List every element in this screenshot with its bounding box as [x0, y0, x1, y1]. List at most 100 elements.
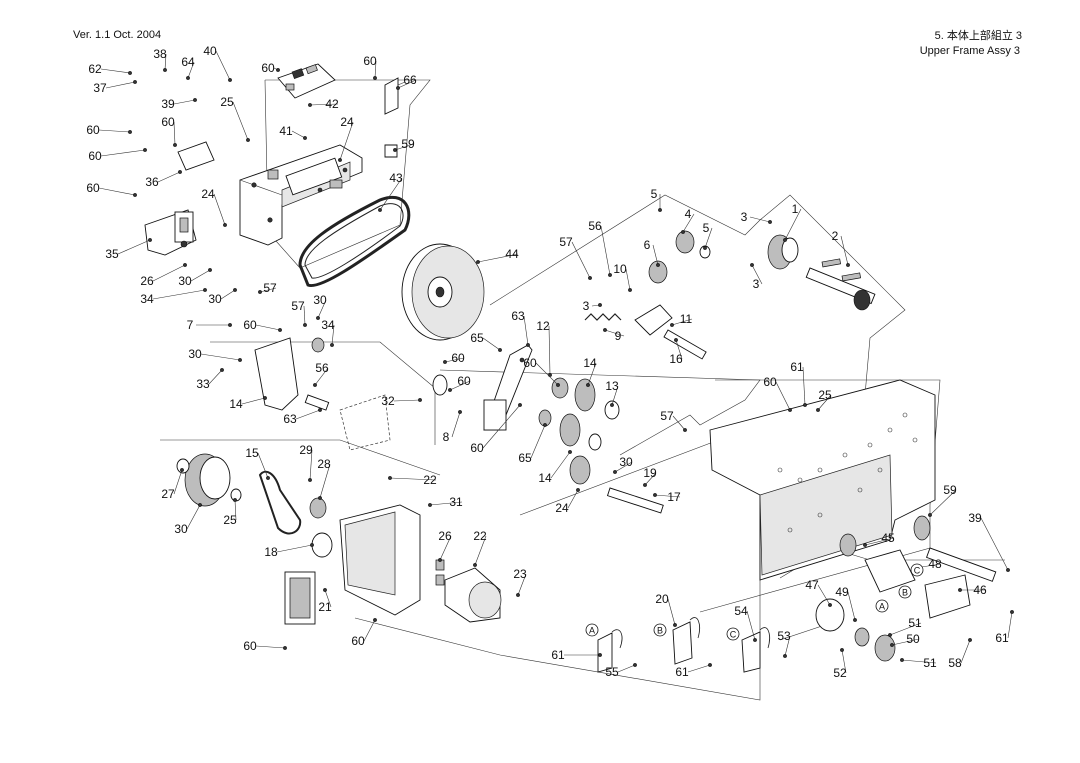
leader-line [600, 225, 611, 276]
callout-number: 57 [291, 299, 305, 313]
part-screw-marker [458, 410, 462, 414]
part-screw-marker [396, 86, 400, 90]
callout-number: 52 [833, 666, 847, 680]
leader-line [841, 649, 847, 674]
callout-number: 66 [403, 73, 417, 87]
callout-number: 18 [264, 545, 278, 559]
part-screw-marker [518, 403, 522, 407]
callout-number: 6 [644, 238, 651, 252]
leader-line [220, 289, 236, 300]
leader-line [671, 318, 693, 326]
leader-line [817, 394, 832, 411]
part-screw-marker [586, 383, 590, 387]
part-screw-marker [276, 68, 280, 72]
part-screw-marker [681, 230, 685, 234]
leader-line [704, 227, 713, 249]
callout-number: 28 [317, 457, 331, 471]
part-screw-marker [476, 260, 480, 264]
callout-number: 31 [449, 495, 463, 509]
leader-line [644, 472, 657, 486]
callout-number: 34 [140, 292, 154, 306]
part-screw-marker [308, 478, 312, 482]
callout-number: 50 [906, 632, 920, 646]
part-screw-marker [133, 193, 137, 197]
svg-text:C: C [914, 566, 921, 576]
callout-number: 60 [86, 181, 100, 195]
callout-number: 57 [263, 281, 277, 295]
callout-number: 53 [777, 629, 791, 643]
part-screw-marker [148, 238, 152, 242]
leader-line [393, 399, 421, 402]
svg-text:C: C [730, 630, 737, 640]
part-screw-marker [303, 136, 307, 140]
leader-line [215, 50, 231, 81]
leader-line [625, 268, 631, 291]
part-screw-marker [516, 593, 520, 597]
callout-number: 60 [763, 375, 777, 389]
part-screw-marker [246, 138, 250, 142]
part-screw-marker [323, 588, 327, 592]
leader-line [317, 299, 327, 319]
part-screw-marker [656, 263, 660, 267]
part-screw-marker [498, 348, 502, 352]
gear-stack-14-16 [432, 374, 664, 514]
leader-line [687, 664, 711, 673]
svg-text:A: A [589, 626, 595, 636]
motor-bracket-20 [284, 504, 421, 625]
callout-number: 57 [559, 235, 573, 249]
part-screw-marker [840, 648, 844, 652]
callout-number: 51 [908, 616, 922, 630]
callout-number: 46 [973, 583, 987, 597]
part-screw-marker [338, 158, 342, 162]
leader-line [550, 451, 571, 479]
part-screw-marker [193, 98, 197, 102]
part-screw-marker [846, 263, 850, 267]
leader-line [672, 415, 686, 431]
part-screw-marker [568, 450, 572, 454]
leader-line [847, 591, 856, 621]
sensor-bracket-35 [144, 141, 215, 256]
callout-number: 25 [223, 513, 237, 527]
leader-line [255, 324, 281, 331]
part-screw-marker [208, 268, 212, 272]
callout-number: 60 [363, 54, 377, 68]
part-screw-marker [178, 170, 182, 174]
harness-clamps [597, 617, 770, 673]
part-screw-marker [576, 488, 580, 492]
part-screw-marker [238, 358, 242, 362]
version-label: Ver. 1.1 Oct. 2004 [73, 29, 162, 41]
callout-number: 3 [583, 299, 590, 313]
callout-number: 14 [538, 471, 552, 485]
part-screw-marker [438, 558, 442, 562]
leader-line [482, 337, 501, 351]
part-screw-marker [863, 543, 867, 547]
leader-line [535, 362, 559, 386]
leader-line [232, 101, 249, 141]
leader-line [152, 289, 206, 300]
leader-line [309, 103, 339, 106]
leader-line [389, 477, 437, 481]
callout-number: 37 [93, 81, 107, 95]
part-screw-marker [890, 643, 894, 647]
part-screw-marker [703, 246, 707, 250]
gear-31-and-belt-29 [176, 453, 333, 558]
leader-line [157, 171, 181, 183]
part-screw-marker [220, 368, 224, 372]
part-screw-marker [598, 303, 602, 307]
circled-letter: B [653, 623, 667, 637]
part-screw-marker [310, 543, 314, 547]
callout-number: 22 [473, 529, 487, 543]
callout-number: 60 [470, 441, 484, 455]
leader-line [291, 130, 306, 139]
callout-number: 60 [351, 634, 365, 648]
callout-number: 5 [651, 187, 658, 201]
leader-line [379, 177, 403, 211]
part-screw-marker [180, 468, 184, 472]
part-screw-marker [266, 476, 270, 480]
callout-number: 13 [605, 379, 619, 393]
leader-line [164, 53, 167, 71]
leader-line [517, 573, 527, 596]
part-screw-marker [428, 503, 432, 507]
callout-number: 25 [818, 388, 832, 402]
